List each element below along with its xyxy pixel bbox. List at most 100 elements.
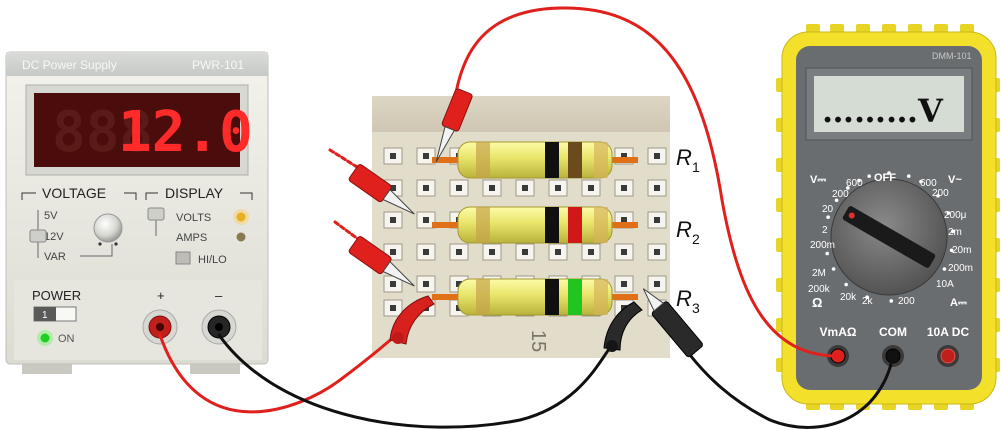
dial-label-left: 2 [822,225,828,236]
breadboard: 15 [372,96,670,358]
on-label: ON [58,333,75,345]
resistor-band [594,279,608,315]
resistor-label-sub-3: 3 [692,300,700,316]
dial-tick [831,267,836,271]
resistor-band [476,279,490,315]
voltage-selector-slider[interactable] [29,229,47,243]
breadboard-hole-socket [423,249,429,255]
breadboard-hole-socket [621,153,627,159]
black-alligator-clip[interactable] [603,301,643,352]
red-wire-psu-clip [158,328,404,414]
breadboard-hole-socket [390,305,396,311]
power-switch-rocker [34,307,56,321]
dial-label-left: 200 [898,296,915,307]
dial-label-left: 200m [810,240,835,251]
breadboard-hole-socket [654,249,660,255]
voltage-bracket-left [21,192,36,200]
jack-label: VmAΩ [820,325,857,339]
resistor-band [545,279,559,315]
dial-label-right: 10A [936,279,954,290]
amps-led [236,232,246,242]
ohm-label: Ω [812,295,822,310]
red-probe-left-2[interactable] [348,235,420,294]
volts-led [236,212,246,222]
resistor-band [545,142,559,178]
resistor-label-3: R [676,286,692,311]
resistor-1[interactable] [432,141,638,179]
breadboard-hole-socket [423,217,429,223]
black-probe-right[interactable] [636,282,704,358]
voltage-label: VOLTAGE [42,185,106,201]
dc-amp-label: A⎓ [950,297,967,309]
dial-tick [946,211,951,215]
psu-display [34,93,240,167]
knob-dot-right [114,242,118,246]
dial-tick [825,251,829,256]
breadboard-hole-socket [390,185,396,191]
resistor-label-sub-1: 1 [692,159,700,175]
voltage-knob[interactable] [93,213,123,243]
dial-label-left: 200 [832,189,849,200]
multimeter-model: DMM-101 [932,51,972,61]
dial-tick [906,174,911,178]
breadboard-hole-socket [555,185,561,191]
breadboard-hole-socket [621,217,627,223]
dial-ticks [825,171,955,303]
red-probe-top[interactable] [428,88,473,165]
breadboard-hole-socket [423,281,429,287]
breadboard-hole-socket [555,249,561,255]
resistor-3[interactable] [432,278,638,316]
dial-tick [949,248,954,253]
voltage-bracket-right [124,192,137,200]
resistor-label-1: R [676,145,692,170]
dial-label-right: 20m [952,245,971,256]
resistor-band [568,142,582,178]
dial-label-right: 200m [948,263,973,274]
voltage-option-var: VAR [44,251,66,263]
dial-label-right: 200 [932,188,949,199]
resistor-band [568,279,582,315]
breadboard-hole-socket [621,281,627,287]
resistor-band [476,207,490,243]
resistor-label-sub-2: 2 [692,231,700,247]
on-led [40,333,50,343]
display-bracket-right [240,192,253,200]
dial-tick [844,282,848,287]
dial-label-right: 2m [948,227,962,238]
jack-label: COM [879,325,907,339]
plus-terminal-hole [156,323,164,331]
resistor-band [545,207,559,243]
dial-tick [950,229,955,234]
resistor-band [594,207,608,243]
power-switch-label: 1 [42,310,48,321]
breadboard-hole-socket [621,185,627,191]
resistor-label-2: R [676,217,692,242]
resistor-2[interactable] [432,206,638,244]
probes [348,88,704,358]
breadboard-hole-socket [489,249,495,255]
breadboard-hole-socket [423,153,429,159]
display-selector-slider[interactable] [147,207,165,221]
breadboard-hole-socket [654,281,660,287]
plus-label: + [157,288,165,303]
breadboard-hole-socket [456,281,462,287]
dial-label-left: 20 [822,204,834,215]
voltage-option-12v: 12V [44,231,64,243]
psu-display-ghost: 888 [52,100,153,165]
dial-label-left: 20k [840,292,857,303]
dial-label-left: 200k [808,284,831,295]
dial-tick [919,179,923,184]
hilo-button[interactable] [175,251,191,265]
red-alligator-clip[interactable] [389,295,435,345]
breadboard-hole-socket [654,185,660,191]
resistor-band [594,142,608,178]
dial-tick [942,267,947,271]
jack-socket[interactable] [940,348,956,364]
resistors [432,141,638,316]
breadboard-hole-socket [522,249,528,255]
red-probe-left-1[interactable] [348,163,420,222]
minus-terminal-hole [215,323,223,331]
dial-tick [846,186,850,190]
dc-volt-label: V⎓ [810,174,826,186]
